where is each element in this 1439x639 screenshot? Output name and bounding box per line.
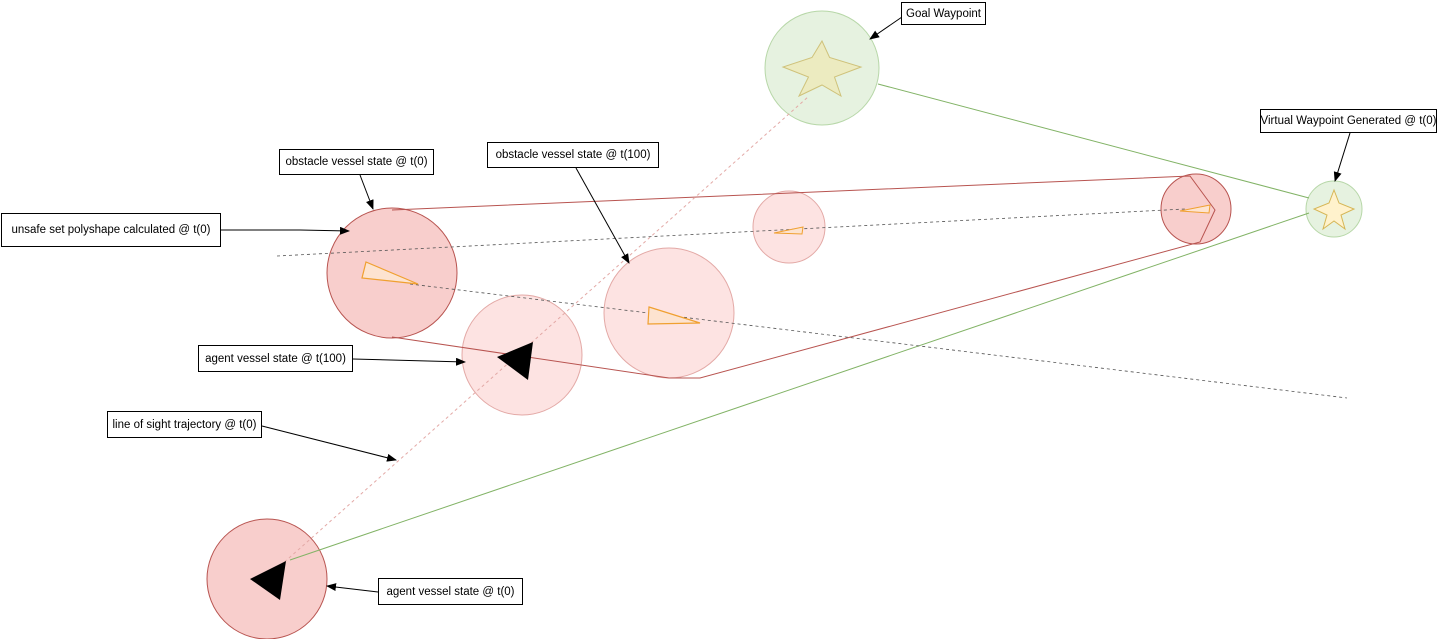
obstacle-marker-t100-icon <box>647 306 701 325</box>
obstacle-t100-label: obstacle vessel state @ t(100) <box>487 142 659 168</box>
los-trajectory-text: line of sight trajectory @ t(0) <box>112 418 257 431</box>
los-arrow <box>261 425 397 462</box>
unsafe-set-label: unsafe set polyshape calculated @ t(0) <box>1 213 221 247</box>
obstacle-t100-text: obstacle vessel state @ t(100) <box>495 149 651 161</box>
goal-star-icon <box>781 39 863 98</box>
obstacle-t0-text: obstacle vessel state @ t(0) <box>285 156 428 168</box>
agent-t100-arrow <box>352 357 466 366</box>
unsafe-arrow <box>221 226 350 235</box>
ghost-obstacle-circle-small <box>752 190 826 264</box>
virtual-star-icon <box>1312 188 1356 231</box>
obstacle-t100-arrow <box>575 167 630 264</box>
agent-marker-t100-icon <box>497 342 533 380</box>
obstacle-heading-dashed <box>409 283 1348 399</box>
virtual-waypoint-text: Virtual Waypoint Generated @ t(0) <box>1260 115 1437 127</box>
unsafe-set-text: unsafe set polyshape calculated @ t(0) <box>11 224 211 236</box>
agent-t100-text: agent vessel state @ t(100) <box>205 352 346 365</box>
agent-t0-text: agent vessel state @ t(0) <box>386 585 515 598</box>
agent-t0-arrow <box>326 583 379 593</box>
obstacle-t0-arrow <box>359 174 374 210</box>
goal-waypoint-text: Goal Waypoint <box>906 7 981 20</box>
obstacle-marker-right-icon <box>1179 204 1211 214</box>
agent-marker-t0-icon <box>250 561 286 600</box>
goal-to-virtual-line <box>877 83 1310 199</box>
obstacle-marker-t0-icon <box>361 261 419 285</box>
agent-t100-label: agent vessel state @ t(100) <box>198 345 353 372</box>
los-trajectory-dashed <box>279 96 809 567</box>
virtual-arrow <box>1333 132 1351 182</box>
virtual-waypoint-label: Virtual Waypoint Generated @ t(0) <box>1260 109 1437 133</box>
goal-arrow <box>869 16 903 40</box>
obstacle-marker-ghost-small-icon <box>773 226 804 235</box>
unsafe-set-polyshape <box>391 175 1216 379</box>
agent-t0-label: agent vessel state @ t(0) <box>378 578 523 605</box>
los-trajectory-label: line of sight trajectory @ t(0) <box>107 411 262 438</box>
goal-waypoint-label: Goal Waypoint <box>901 2 986 25</box>
obstacle-t0-label: obstacle vessel state @ t(0) <box>279 149 434 175</box>
agent-to-virtual-line <box>289 212 1310 561</box>
far-obstacle-heading-dashed <box>276 208 1186 257</box>
